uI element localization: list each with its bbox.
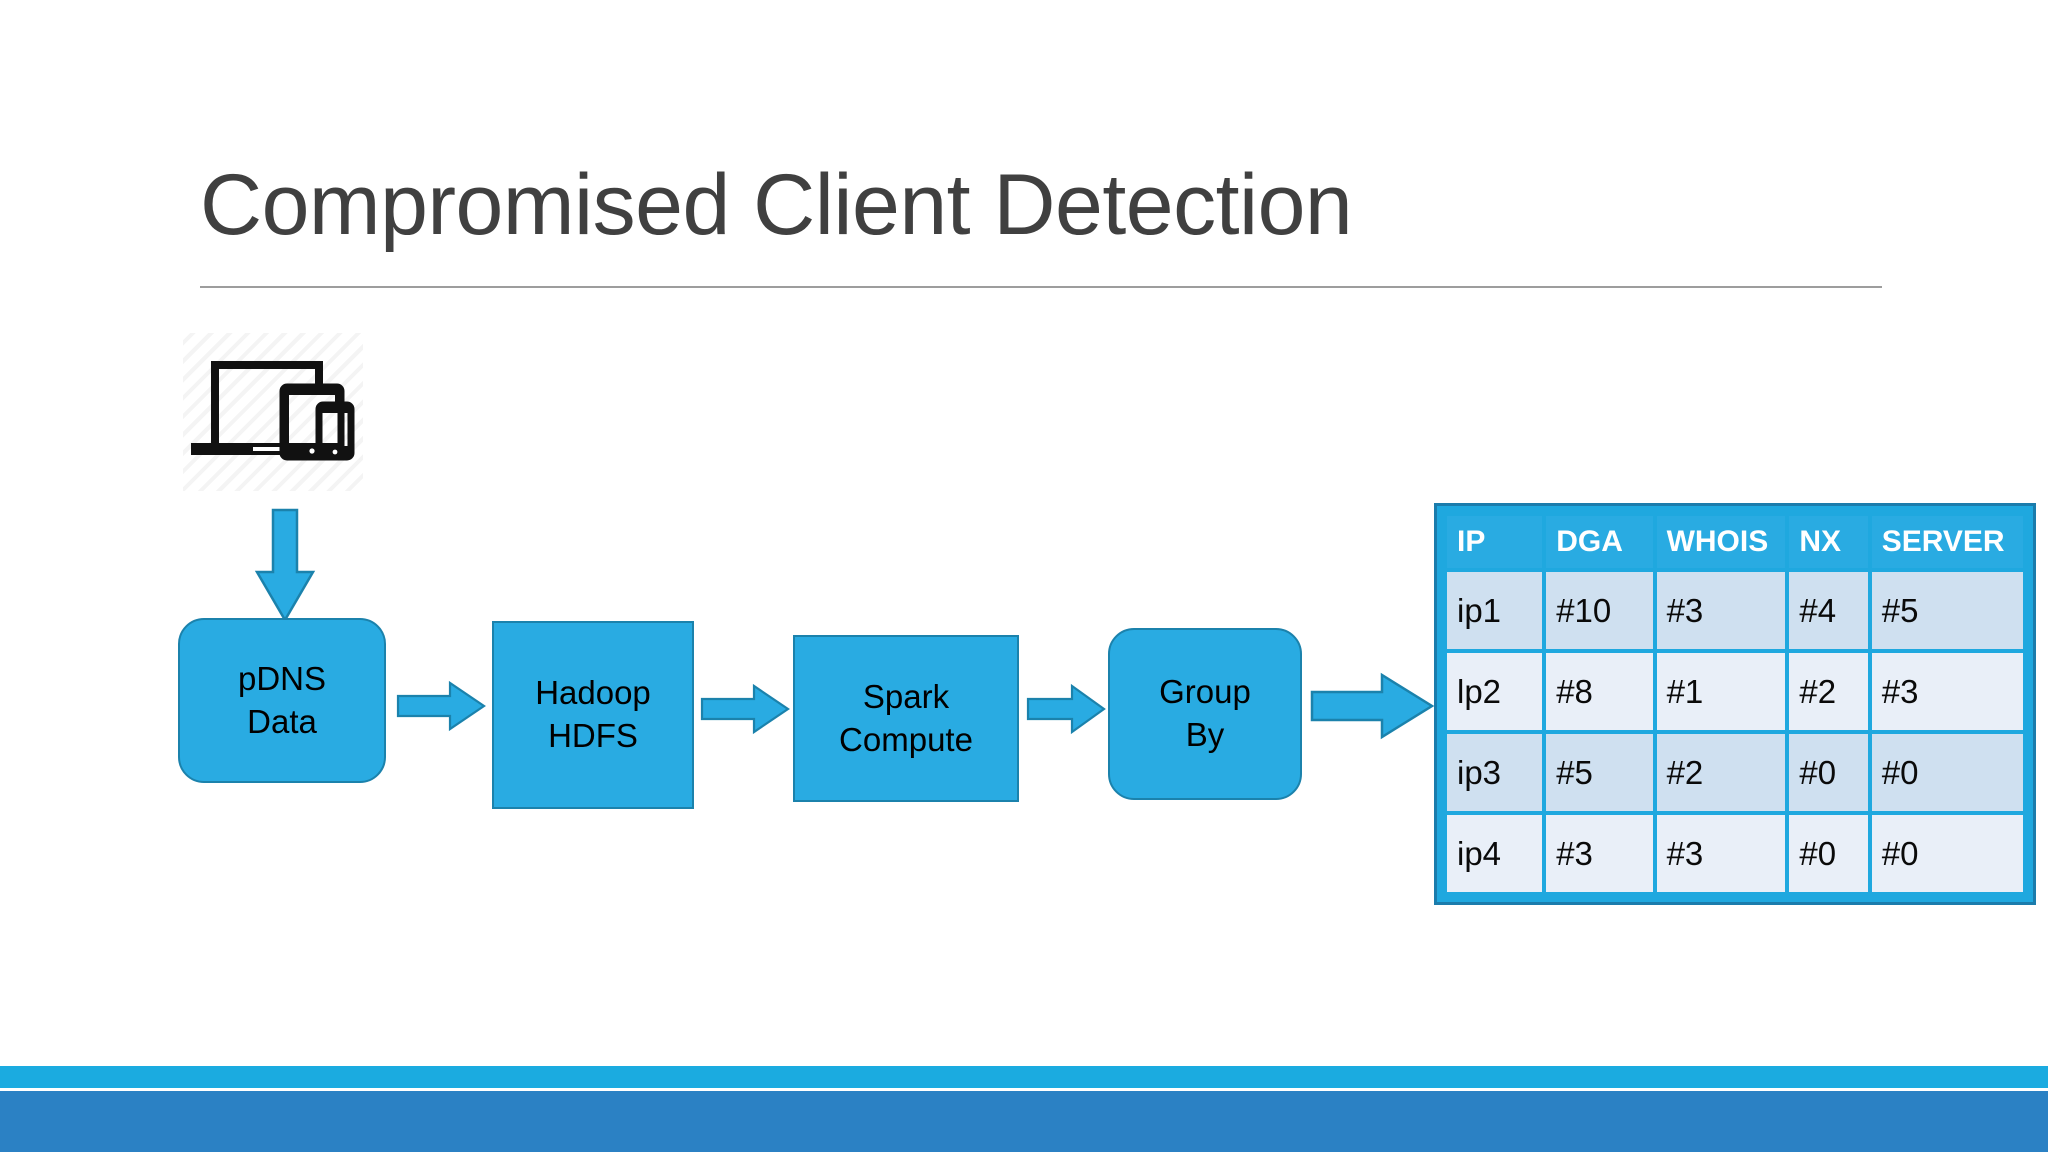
table-header-row: IP DGA WHOIS NX SERVER [1447, 516, 2023, 568]
flow-arrow-2-icon [700, 683, 790, 735]
cell-server: #3 [1871, 653, 2023, 730]
flow-step-hadoop-line2: HDFS [548, 717, 638, 754]
cell-whois: #3 [1656, 815, 1786, 892]
flow-step-hadoop-line1: Hadoop [535, 674, 651, 712]
cell-ip: ip3 [1447, 734, 1543, 811]
cell-whois: #1 [1656, 653, 1786, 730]
flow-step-pdns-line2: Data [247, 702, 317, 740]
table-row: ip4 #3 #3 #0 #0 [1447, 815, 2023, 892]
cell-ip: lp2 [1447, 653, 1543, 730]
result-table-grid: IP DGA WHOIS NX SERVER ip1 #10 #3 #4 #5 … [1443, 512, 2027, 896]
flow-arrow-4-icon [1310, 672, 1435, 740]
cell-dga: #5 [1546, 734, 1653, 811]
cell-server: #5 [1871, 572, 2023, 649]
cell-server: #0 [1871, 734, 2023, 811]
cell-server: #0 [1871, 815, 2023, 892]
result-table: IP DGA WHOIS NX SERVER ip1 #10 #3 #4 #5 … [1434, 503, 2036, 905]
page-title: Compromised Client Detection [200, 157, 1353, 253]
cell-ip: ip1 [1447, 572, 1543, 649]
cell-nx: #4 [1789, 572, 1868, 649]
cell-whois: #2 [1656, 734, 1786, 811]
cell-nx: #0 [1789, 734, 1868, 811]
cell-dga: #10 [1546, 572, 1653, 649]
flow-arrow-1-icon [396, 680, 486, 732]
column-header-dga[interactable]: DGA [1546, 516, 1653, 568]
flow-step-hadoop[interactable]: Hadoop HDFS [492, 621, 694, 809]
devices-glyph [191, 361, 355, 461]
flow-step-spark-line1: Spark [862, 677, 950, 715]
devices-icon [183, 333, 363, 491]
cell-nx: #0 [1789, 815, 1868, 892]
column-header-server[interactable]: SERVER [1871, 516, 2023, 568]
flow-step-groupby-line1: Group [1159, 673, 1251, 711]
flow-step-spark-line2: Compute [839, 720, 973, 758]
column-header-whois[interactable]: WHOIS [1656, 516, 1786, 568]
table-row: ip3 #5 #2 #0 #0 [1447, 734, 2023, 811]
cell-ip: ip4 [1447, 815, 1543, 892]
flow-arrow-3-icon [1026, 683, 1106, 735]
footer-band [0, 1088, 2048, 1152]
cell-nx: #2 [1789, 653, 1868, 730]
cell-whois: #3 [1656, 572, 1786, 649]
flow-step-groupby-line2: By [1185, 716, 1225, 753]
title-divider [200, 286, 1882, 288]
flow-step-pdns-line1: pDNS [237, 659, 327, 697]
column-header-nx[interactable]: NX [1789, 516, 1868, 568]
footer-accent-stripe [0, 1066, 2048, 1088]
cell-dga: #8 [1546, 653, 1653, 730]
table-row: lp2 #8 #1 #2 #3 [1447, 653, 2023, 730]
flow-step-spark[interactable]: Spark Compute [793, 635, 1019, 802]
table-row: ip1 #10 #3 #4 #5 [1447, 572, 2023, 649]
flow-step-groupby[interactable]: Group By [1108, 628, 1302, 800]
column-header-ip[interactable]: IP [1447, 516, 1543, 568]
down-arrow-icon [254, 508, 316, 623]
flow-step-pdns[interactable]: pDNS Data [178, 618, 386, 783]
cell-dga: #3 [1546, 815, 1653, 892]
